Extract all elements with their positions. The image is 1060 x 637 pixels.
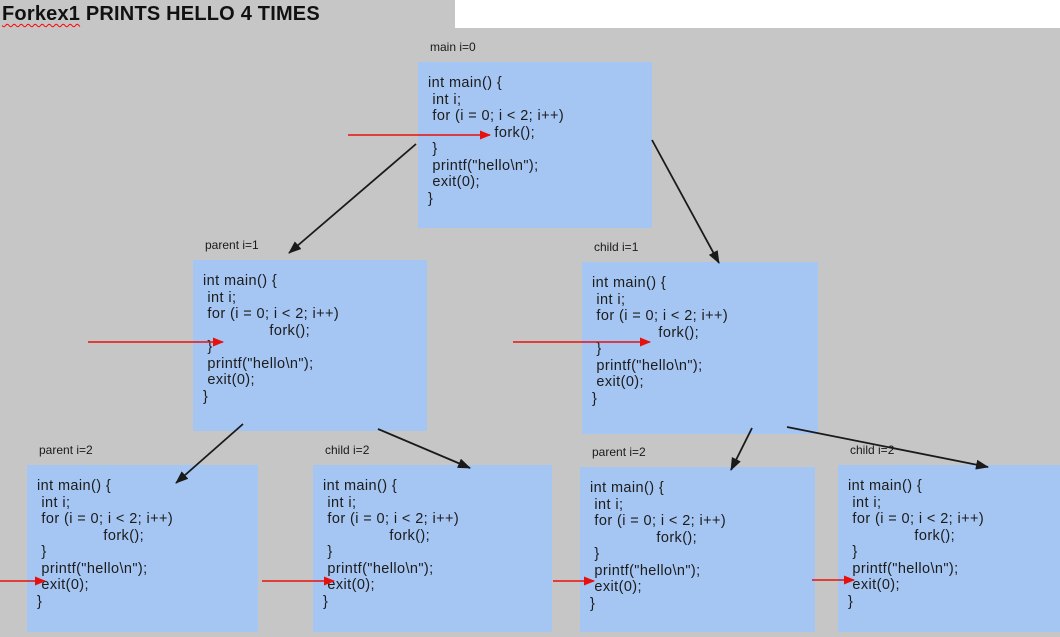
process-label-main-i0: main i=0 <box>430 40 476 54</box>
process-label-child-i2-left: child i=2 <box>325 443 370 457</box>
process-label-parent-i2-left: parent i=2 <box>39 443 93 457</box>
process-label-child-i2-right: child i=2 <box>850 443 895 457</box>
process-label-parent-i2-right: parent i=2 <box>592 445 646 459</box>
arrow-parent-i1-to-child-i2 <box>377 428 471 469</box>
process-box-child-i2-right: child i=2 int main() { int i; for (i = 0… <box>838 443 1060 632</box>
process-code-parent-i2-left: int main() { int i; for (i = 0; i < 2; i… <box>37 478 174 610</box>
title-rest: PRINTS HELLO 4 TIMES <box>80 3 320 25</box>
process-code-main-i0: int main() { int i; for (i = 0; i < 2; i… <box>428 75 565 207</box>
process-box-child-i2-left: child i=2 int main() { int i; for (i = 0… <box>313 443 552 632</box>
arrow-main-to-parent-i1 <box>288 143 417 254</box>
arrow-main-to-child-i1 <box>651 139 720 264</box>
process-code-child-i1: int main() { int i; for (i = 0; i < 2; i… <box>592 275 729 407</box>
process-box-main-i0: main i=0 int main() { int i; for (i = 0;… <box>418 40 652 228</box>
process-label-child-i1: child i=1 <box>594 240 639 254</box>
process-box-child-i1: child i=1 int main() { int i; for (i = 0… <box>582 240 818 434</box>
slide-title: Forkex1 PRINTS HELLO 4 TIMES <box>2 3 320 26</box>
process-box-parent-i2-right: parent i=2 int main() { int i; for (i = … <box>580 445 815 632</box>
process-code-child-i2-right: int main() { int i; for (i = 0; i < 2; i… <box>848 478 985 610</box>
process-code-parent-i2-right: int main() { int i; for (i = 0; i < 2; i… <box>590 480 727 612</box>
title-word-forkex1: Forkex1 <box>2 3 81 25</box>
process-box-parent-i2-left: parent i=2 int main() { int i; for (i = … <box>27 443 258 632</box>
top-white-strip <box>455 0 1060 28</box>
arrow-child-i1-to-parent-i2 <box>730 427 753 471</box>
process-code-child-i2-left: int main() { int i; for (i = 0; i < 2; i… <box>323 478 460 610</box>
process-code-parent-i1: int main() { int i; for (i = 0; i < 2; i… <box>203 273 340 405</box>
process-label-parent-i1: parent i=1 <box>205 238 259 252</box>
process-box-parent-i1: parent i=1 int main() { int i; for (i = … <box>193 238 427 431</box>
